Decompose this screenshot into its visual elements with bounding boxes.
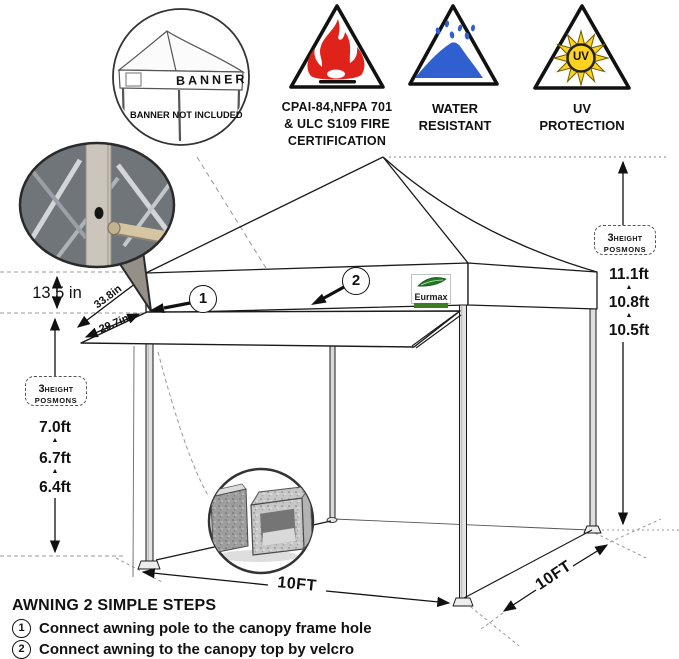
callout-2-badge: 2 xyxy=(342,267,370,295)
tick-icon: ▲ xyxy=(51,437,59,444)
water-label-line1: WATER xyxy=(432,101,478,116)
foot-front-left xyxy=(137,560,161,570)
leg-front-right xyxy=(459,304,467,601)
callout-1-badge: 1 xyxy=(189,285,217,313)
right-height-3: 10.5ft xyxy=(608,322,650,339)
step-2-text: Connect awning to the canopy top by velc… xyxy=(39,641,355,658)
left-height-2: 6.7ft xyxy=(39,450,71,467)
height-box-word: HEIGHT xyxy=(613,236,643,243)
valance-height-label: 13.5 in xyxy=(32,284,82,302)
left-height-positions-box: 3HEIGHT POSMONS xyxy=(25,376,87,406)
fire-icon xyxy=(289,4,385,89)
tick-icon: ▲ xyxy=(625,284,633,291)
uv-label-line1: UV xyxy=(572,101,592,116)
foot-front-right xyxy=(452,597,474,607)
tick-icon: ▲ xyxy=(51,468,59,475)
fire-cert-line1: CPAI-84,NFPA 701 xyxy=(281,100,393,114)
left-height-3: 6.4ft xyxy=(39,479,71,496)
fire-cert-line3: CERTIFICATION xyxy=(287,134,387,148)
callout-arrows xyxy=(149,285,345,313)
leg-back-right xyxy=(589,308,597,530)
tick-icon: ▲ xyxy=(625,312,633,319)
banner-inset xyxy=(112,8,250,146)
leg-front-left xyxy=(145,312,154,564)
height-box-number: 3 xyxy=(607,232,614,244)
uv-label-line2: PROTECTION xyxy=(539,118,625,133)
valance-right xyxy=(467,262,598,310)
height-box-word2: POSMONS xyxy=(34,396,78,405)
uv-sun-text: UV xyxy=(573,51,589,63)
right-height-1: 11.1ft xyxy=(609,266,649,283)
height-box-number: 3 xyxy=(38,383,45,395)
height-box-word: HEIGHT xyxy=(44,387,74,394)
right-height-2: 10.8ft xyxy=(608,294,650,311)
eurmax-logo: Eurmax xyxy=(411,274,451,308)
frame-tube-inset xyxy=(207,467,315,575)
frame-closeup-photo xyxy=(18,141,176,312)
step-2-number: 2 xyxy=(12,640,31,659)
fire-cert-line2: & ULC S109 FIRE xyxy=(284,117,390,131)
right-height-positions-box: 3HEIGHT POSMONS xyxy=(594,225,656,255)
measurement-arrows xyxy=(49,160,629,612)
water-label-line2: RESISTANT xyxy=(418,118,492,133)
logo-band xyxy=(414,303,448,308)
right-sidewall xyxy=(464,306,595,598)
brand-text: Eurmax xyxy=(414,292,448,302)
uv-icon xyxy=(533,4,631,90)
banner-note: BANNER NOT INCLUDED xyxy=(130,110,243,120)
step-1-number: 1 xyxy=(12,619,31,638)
guide-lines xyxy=(0,156,679,647)
water-icon xyxy=(408,4,499,86)
banner-text: BANNER xyxy=(175,72,248,88)
step-1-text: Connect awning pole to the canopy frame … xyxy=(39,620,372,637)
steps-title: AWNING 2 SIMPLE STEPS xyxy=(12,597,217,614)
height-box-word2: POSMONS xyxy=(603,245,647,254)
leaf-icon xyxy=(417,277,447,287)
foot-back-right xyxy=(583,525,602,534)
left-height-1: 7.0ft xyxy=(39,419,71,436)
step-row-1: 1 Connect awning pole to the canopy fram… xyxy=(12,619,372,638)
canopy-tent xyxy=(80,156,602,607)
step-row-2: 2 Connect awning to the canopy top by ve… xyxy=(12,640,354,659)
